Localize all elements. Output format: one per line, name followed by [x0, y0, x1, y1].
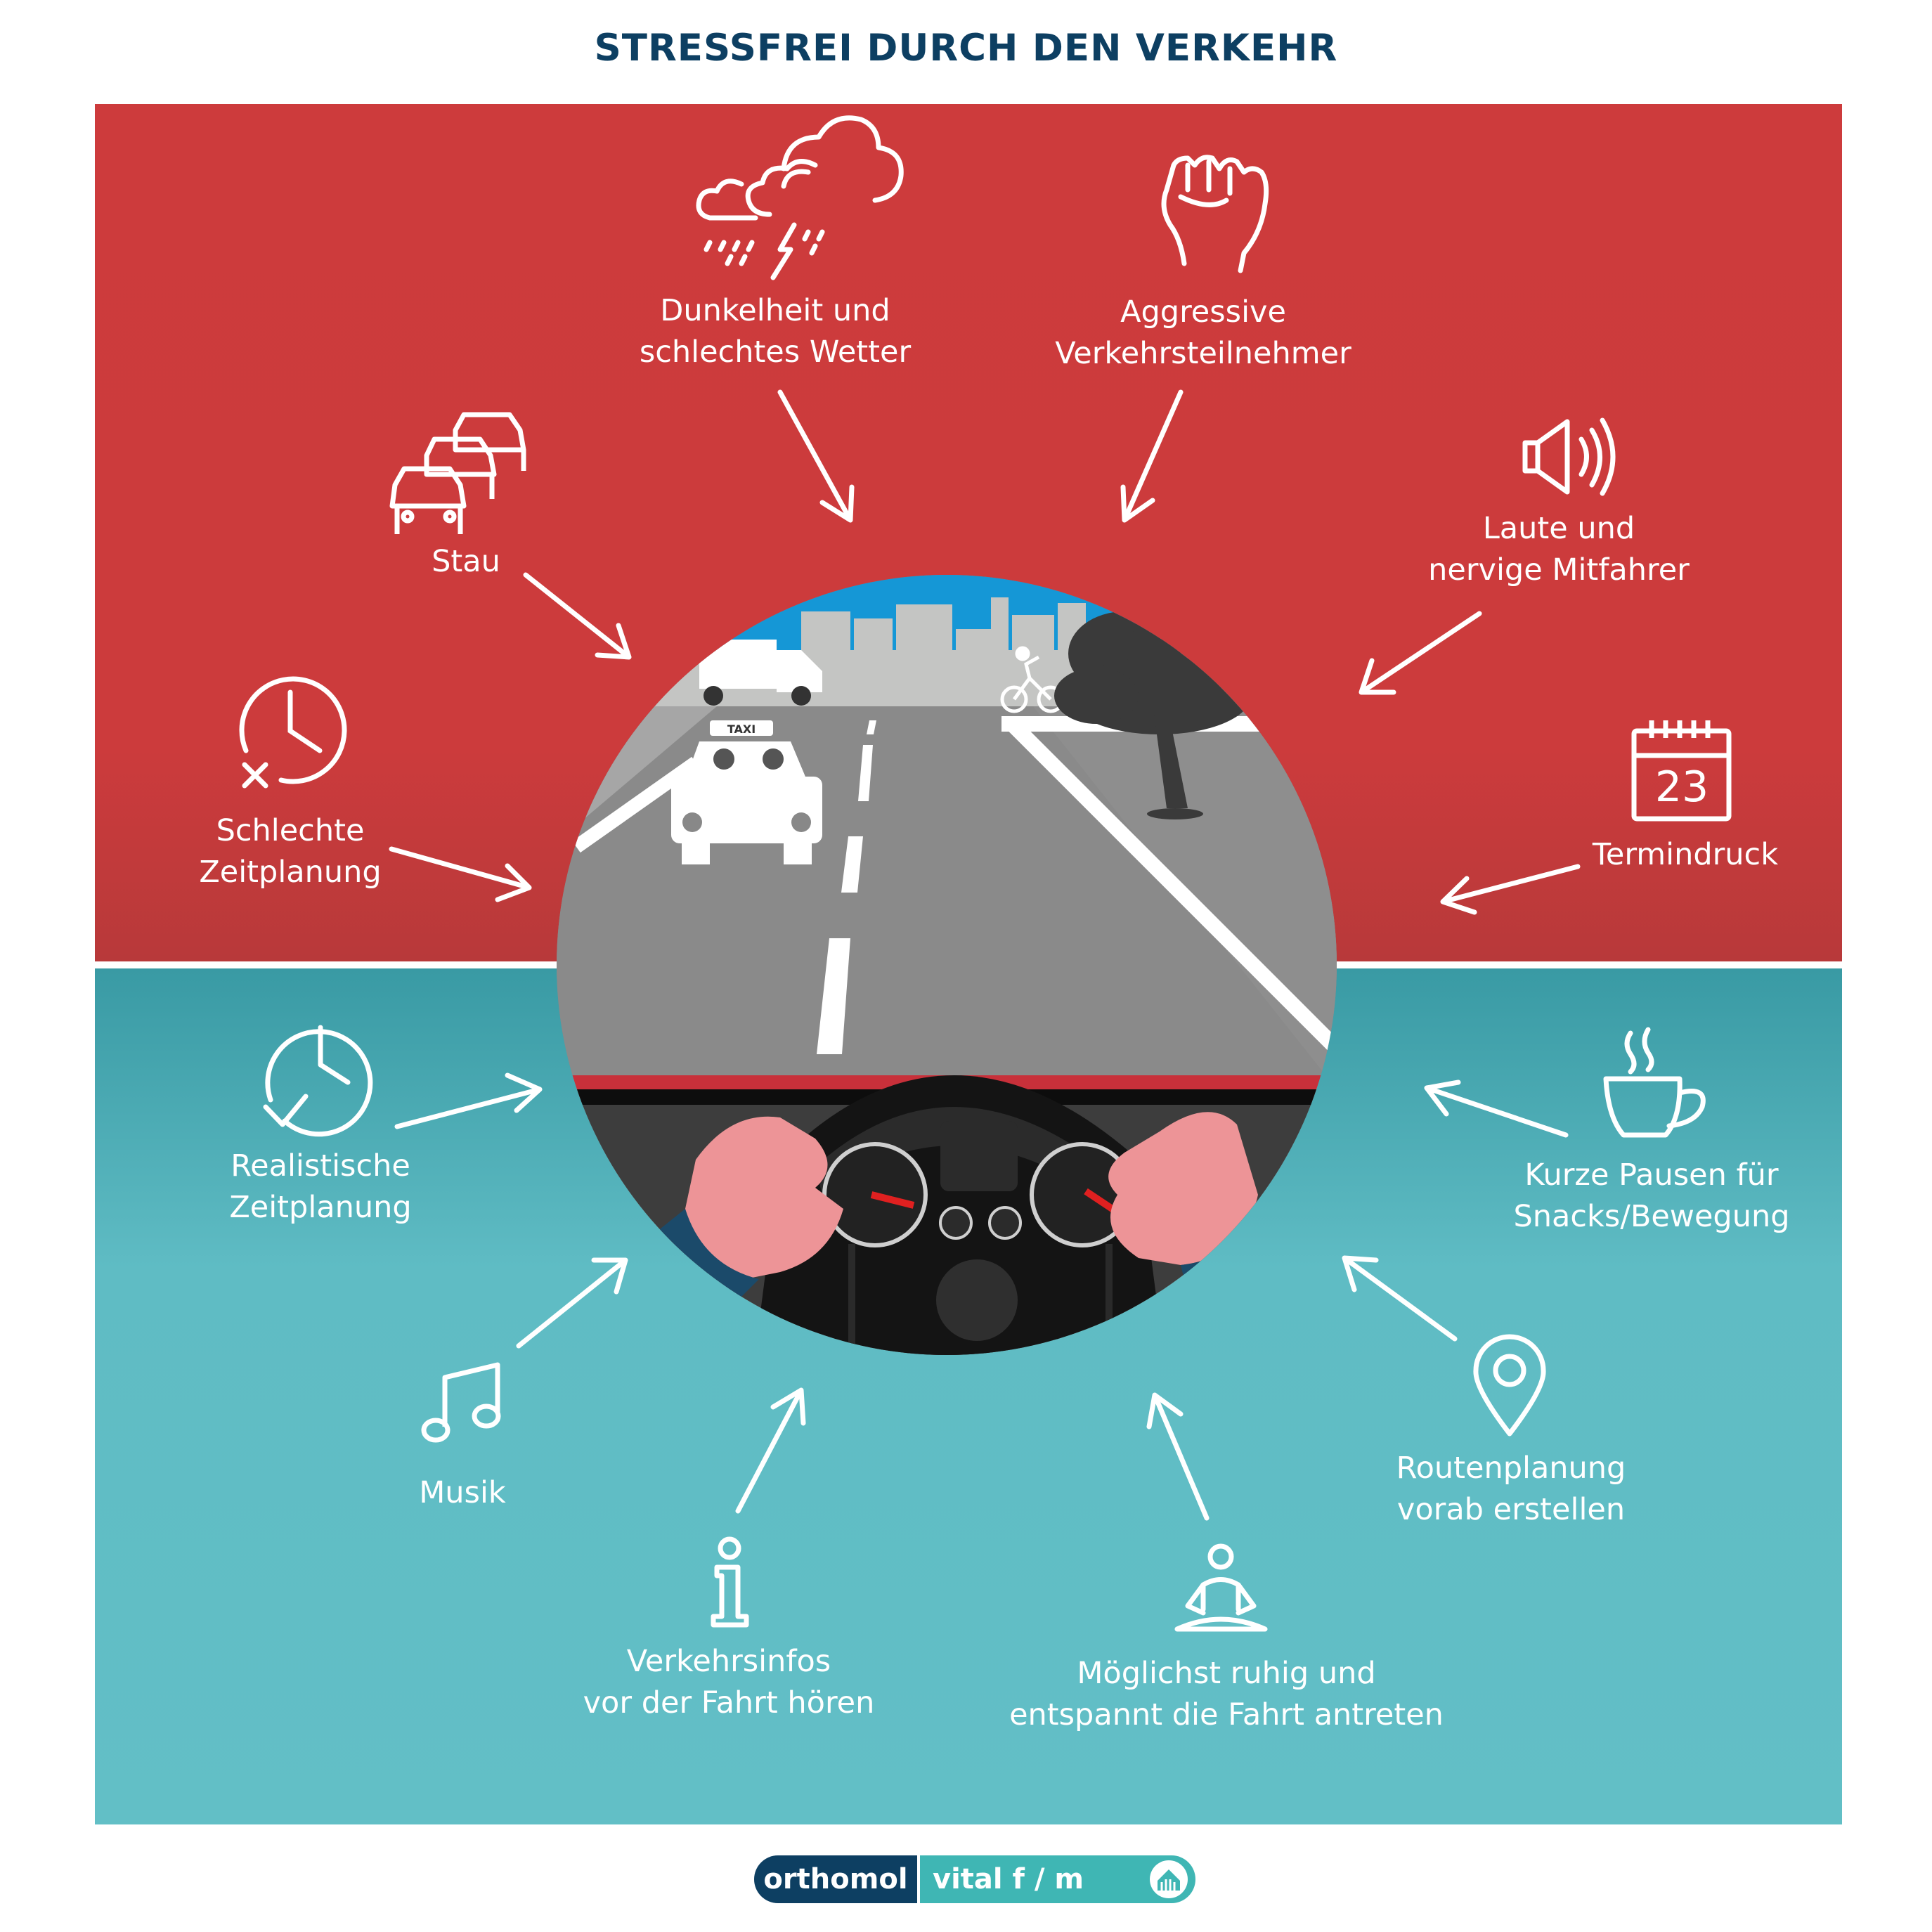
taxi-car: TAXI [671, 720, 822, 864]
taxi-sign: TAXI [727, 722, 756, 736]
arrow-ruhig [1146, 1392, 1210, 1521]
house-logo-icon [1150, 1860, 1188, 1898]
fist-icon [1161, 155, 1269, 273]
calendar-day: 23 [1655, 763, 1709, 812]
logo-vital: vital f / m [920, 1855, 1195, 1903]
arrow-pausen [1424, 1080, 1569, 1138]
label-ruhig: Möglichst ruhig und entspannt die Fahrt … [1009, 1656, 1444, 1732]
label-wetter: Dunkelheit und schlechtes Wetter [639, 293, 912, 370]
arrow-mitfahrer [1359, 611, 1482, 695]
arrows [389, 389, 1581, 1521]
arrow-musik [516, 1257, 628, 1349]
arrow-aggressive [1120, 389, 1184, 523]
cyclist [1000, 646, 1065, 713]
arrow-stau [523, 572, 632, 660]
clock-cross-icon [239, 676, 347, 789]
calendar-icon [1631, 720, 1732, 822]
label-zeitplanung-realistisch: Realistische Zeitplanung [229, 1148, 412, 1225]
arrow-wetter [777, 389, 855, 523]
brand-logo: orthomol vital f / m [754, 1855, 1195, 1903]
coffee-cup-icon [1603, 1027, 1706, 1138]
label-aggressive: Aggressive Verkehrsteilnehmer [1055, 294, 1351, 371]
info-icon [711, 1536, 749, 1628]
meditation-icon [1174, 1543, 1268, 1632]
delivery-truck [699, 640, 822, 706]
label-zeitplanung-schlecht: Schlechte Zeitplanung [199, 813, 382, 890]
arrow-zeitplanung-realistisch [394, 1072, 543, 1129]
arrow-verkehrsinfos [735, 1387, 806, 1514]
clock-check-icon [263, 1025, 373, 1137]
label-pausen: Kurze Pausen für Snacks/Bewegung [1513, 1158, 1790, 1234]
map-pin-icon [1473, 1334, 1546, 1437]
arrow-routenplanung [1342, 1255, 1458, 1342]
storm-cloud-icon [696, 115, 904, 280]
label-stau: Stau [432, 544, 500, 579]
arrow-zeitplanung-schlecht [389, 846, 532, 902]
arrow-termindruck [1440, 864, 1581, 915]
label-musik: Musik [419, 1475, 506, 1510]
label-termindruck: Termindruck [1592, 837, 1779, 872]
music-note-icon [421, 1362, 501, 1443]
traffic-jam-icon [389, 412, 526, 534]
label-mitfahrer: Laute und nervige Mitfahrer [1428, 511, 1690, 588]
label-verkehrsinfos: Verkehrsinfos vor der Fahrt hören [583, 1644, 875, 1720]
center-line-dashes [817, 720, 876, 1054]
page-title: STRESSFREI DURCH DEN VERKEHR [594, 27, 1338, 70]
label-routenplanung: Routenplanung vorab erstellen [1396, 1451, 1626, 1527]
speaker-icon [1522, 417, 1616, 496]
logo-orthomol: orthomol [754, 1855, 917, 1903]
